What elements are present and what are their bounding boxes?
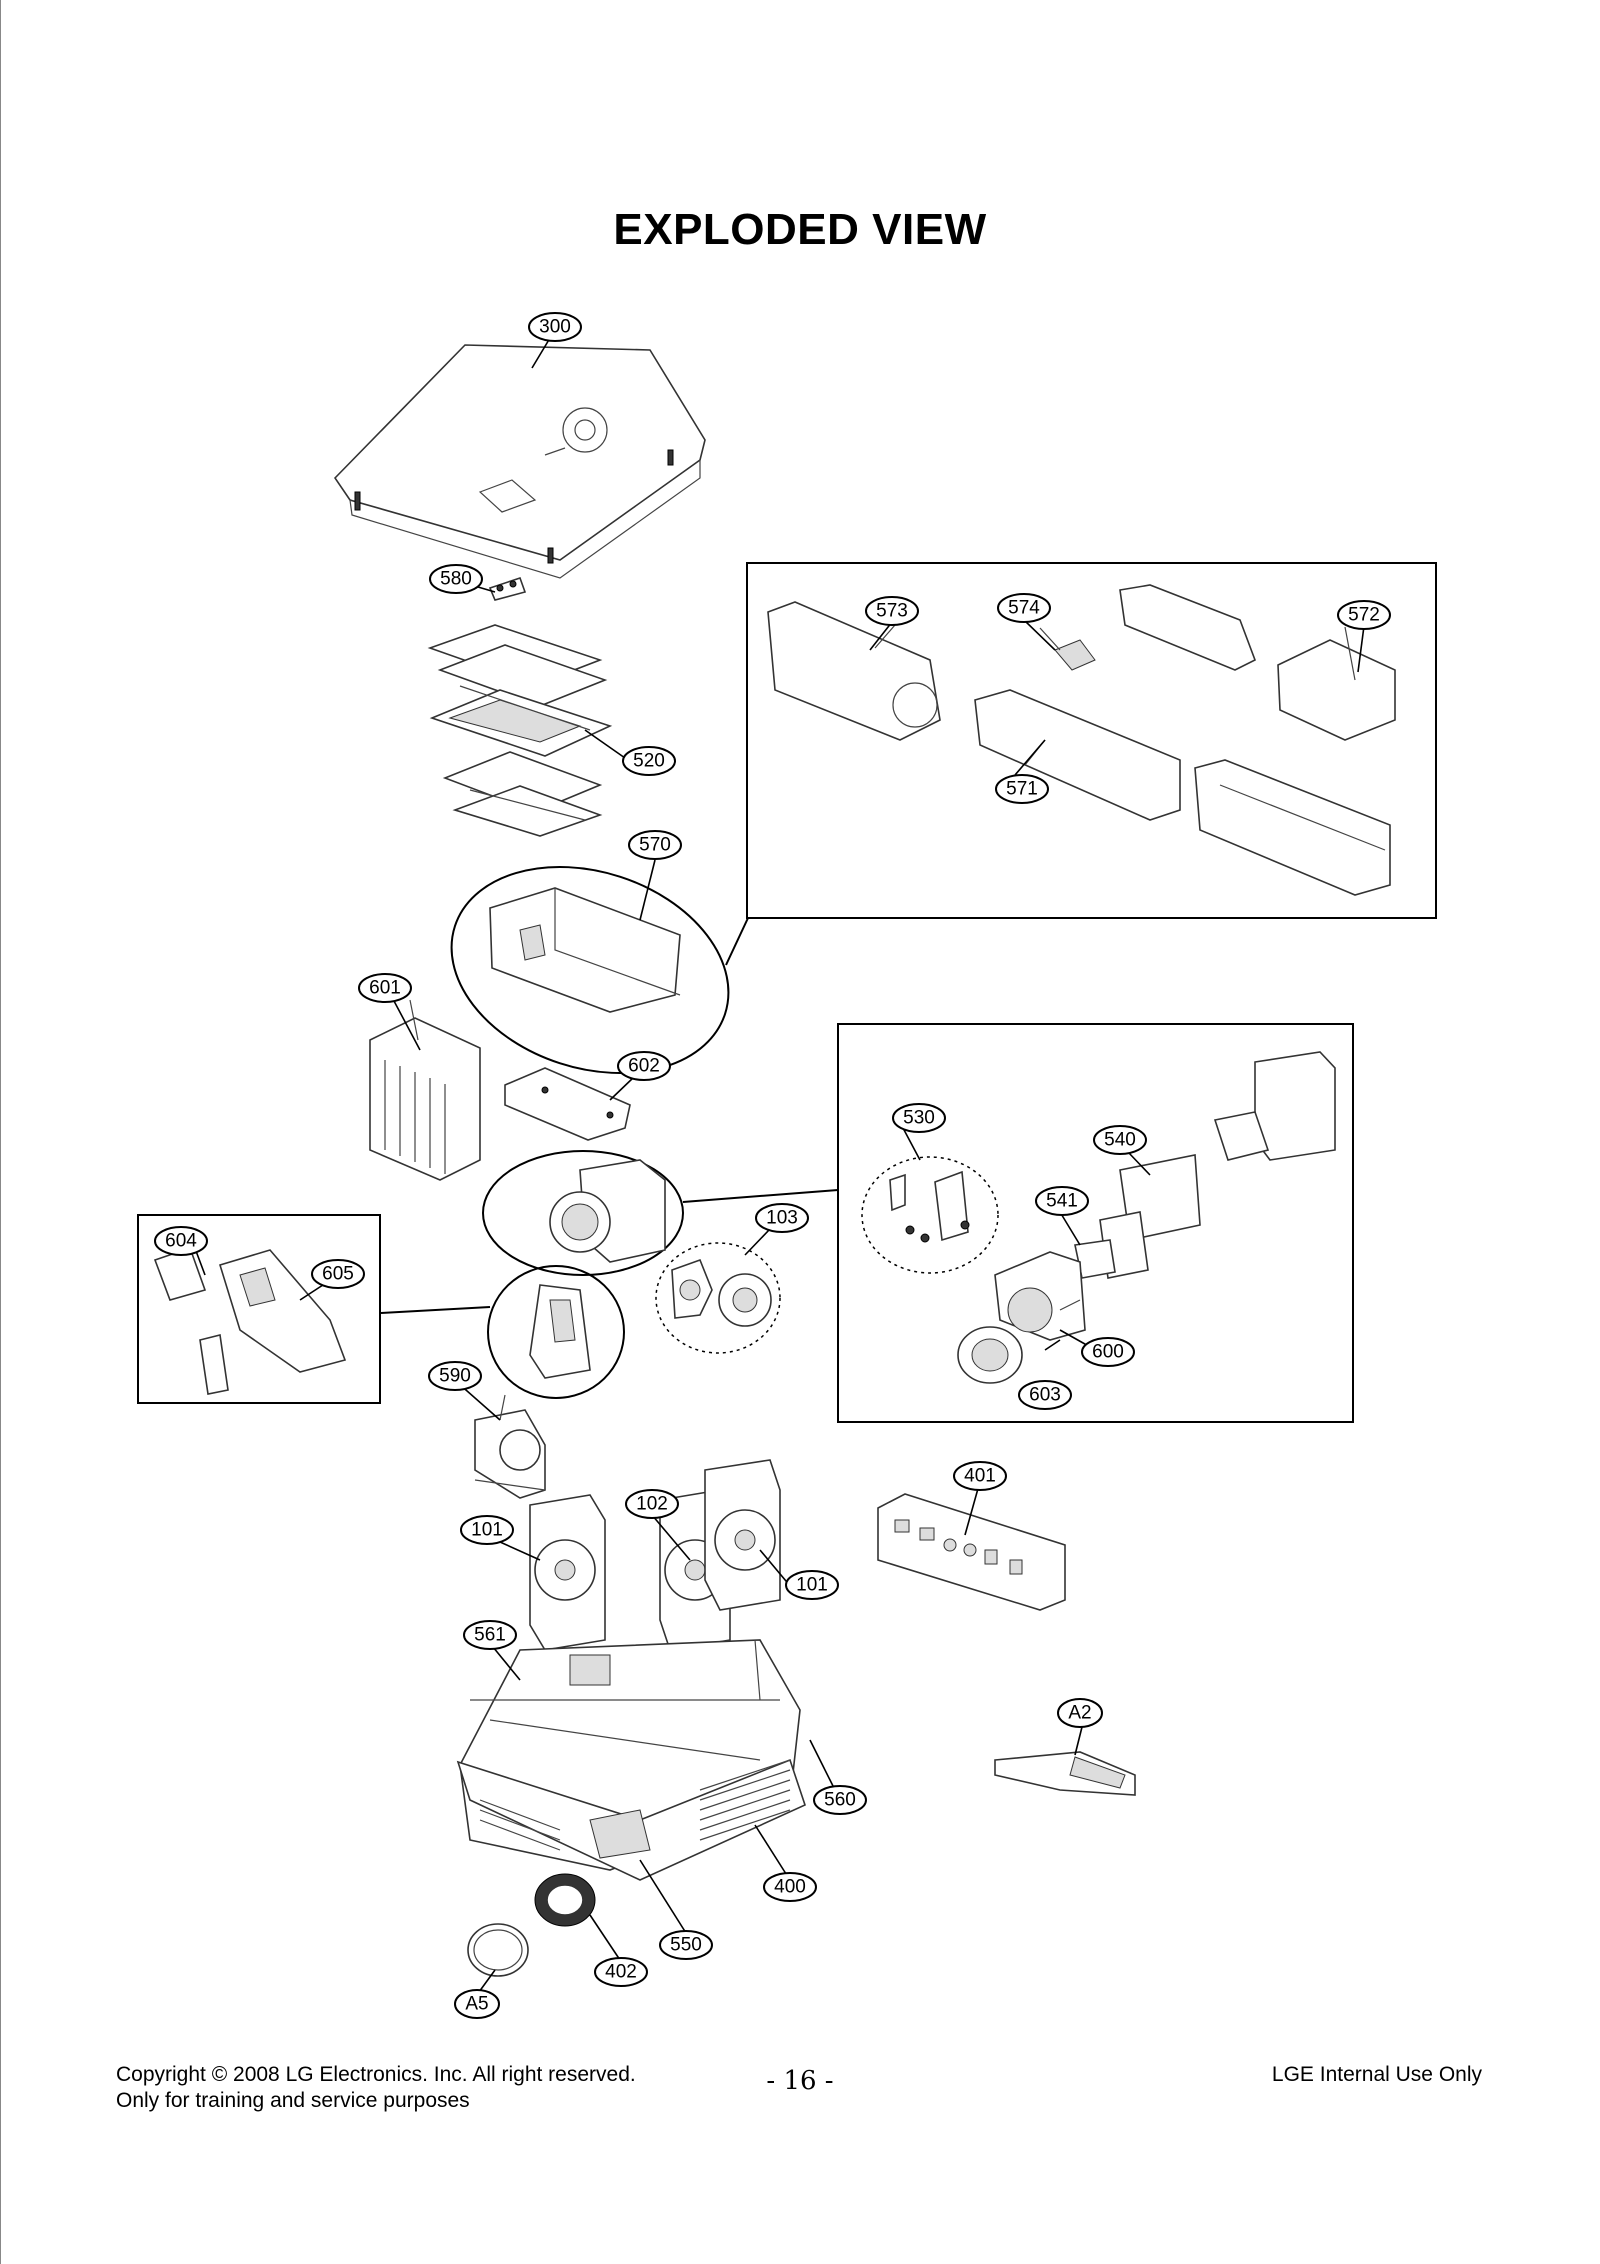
svg-text:600: 600 (1092, 1342, 1124, 1363)
svg-text:520: 520 (633, 751, 665, 772)
detail-box-2 (137, 1214, 381, 1404)
svg-text:530: 530 (903, 1108, 935, 1129)
callout-571: 571 (995, 774, 1049, 804)
svg-text:560: 560 (824, 1790, 856, 1811)
footer-copyright-line2: Only for training and service purposes (116, 2089, 470, 2112)
svg-text:540: 540 (1104, 1130, 1136, 1151)
callout-602: 602 (617, 1051, 671, 1081)
svg-text:A2: A2 (1068, 1703, 1091, 1724)
svg-text:574: 574 (1008, 598, 1040, 619)
svg-text:550: 550 (670, 1935, 702, 1956)
callout-a2: A2 (1057, 1698, 1103, 1728)
callout-550: 550 (659, 1930, 713, 1960)
part-top-cover (333, 344, 706, 579)
part-601-duct (369, 999, 481, 1181)
callout-520: 520 (622, 746, 676, 776)
detail-box-3 (837, 1023, 1354, 1423)
svg-text:605: 605 (322, 1264, 354, 1285)
svg-text:601: 601 (369, 978, 401, 999)
svg-text:541: 541 (1046, 1191, 1078, 1212)
callout-a5: A5 (454, 1989, 500, 2019)
page-title: EXPLODED VIEW (613, 205, 987, 254)
callout-590: 590 (428, 1361, 482, 1391)
part-590-bracket (474, 1394, 546, 1499)
svg-text:603: 603 (1029, 1385, 1061, 1406)
part-570-group (450, 865, 749, 1075)
callout-605: 605 (311, 1259, 365, 1289)
part-a2-remote (994, 1751, 1136, 1796)
callout-540: 540 (1093, 1125, 1147, 1155)
callout-400: 400 (763, 1872, 817, 1902)
callout-103: 103 (755, 1203, 809, 1233)
callout-530: 530 (892, 1103, 946, 1133)
svg-text:300: 300 (539, 317, 571, 338)
footer-copyright-line1: Copyright © 2008 LG Electronics. Inc. Al… (116, 2063, 636, 2086)
svg-text:580: 580 (440, 569, 472, 590)
callout-570: 570 (628, 830, 682, 860)
svg-text:402: 402 (605, 1962, 637, 1983)
page-edge (0, 0, 1, 2264)
part-602-bracket (504, 1067, 631, 1141)
svg-text:602: 602 (628, 1056, 660, 1077)
callout-560: 560 (813, 1785, 867, 1815)
part-color-wheel (380, 1265, 625, 1399)
callout-101-left: 101 (460, 1515, 514, 1545)
callout-101-right: 101 (785, 1570, 839, 1600)
part-402-lens (534, 1873, 596, 1927)
svg-text:571: 571 (1006, 779, 1038, 800)
part-a5-ring (467, 1923, 529, 1977)
svg-text:401: 401 (964, 1466, 996, 1487)
part-580 (488, 576, 527, 601)
callout-401: 401 (953, 1461, 1007, 1491)
part-base-chassis (456, 1639, 806, 1881)
callout-603: 603 (1018, 1380, 1072, 1410)
callout-573: 573 (865, 596, 919, 626)
svg-text:101: 101 (471, 1520, 503, 1541)
page-number: - 16 - (766, 2066, 834, 2096)
callout-402: 402 (594, 1957, 648, 1987)
part-optical-engine (482, 1150, 839, 1276)
part-401-io-panel (877, 1493, 1066, 1611)
detail-box-1 (746, 562, 1437, 919)
part-fans (529, 1459, 781, 1651)
callout-102: 102 (625, 1489, 679, 1519)
svg-text:590: 590 (439, 1366, 471, 1387)
callout-574: 574 (997, 593, 1051, 623)
callout-604: 604 (154, 1226, 208, 1256)
callout-300: 300 (528, 312, 582, 342)
svg-text:400: 400 (774, 1877, 806, 1898)
svg-text:573: 573 (876, 601, 908, 622)
callout-601: 601 (358, 973, 412, 1003)
svg-text:604: 604 (165, 1231, 197, 1252)
svg-text:A5: A5 (465, 1994, 488, 2015)
leader-lines (195, 337, 1365, 1993)
callout-541: 541 (1035, 1186, 1089, 1216)
callout-572: 572 (1337, 600, 1391, 630)
part-103-lamp (655, 1242, 781, 1354)
svg-text:101: 101 (796, 1575, 828, 1596)
footer-copyright: Copyright © 2008 LG Electronics. Inc. Al… (116, 2062, 636, 2114)
part-main-board-stack (427, 624, 613, 837)
svg-text:102: 102 (636, 1494, 668, 1515)
svg-text:103: 103 (766, 1208, 798, 1229)
footer-internal-use: LGE Internal Use Only (1271, 2063, 1482, 2086)
callout-561: 561 (463, 1620, 517, 1650)
callout-600: 600 (1081, 1337, 1135, 1367)
svg-text:572: 572 (1348, 605, 1380, 626)
callout-580: 580 (429, 564, 483, 594)
svg-text:570: 570 (639, 835, 671, 856)
svg-text:561: 561 (474, 1625, 506, 1646)
